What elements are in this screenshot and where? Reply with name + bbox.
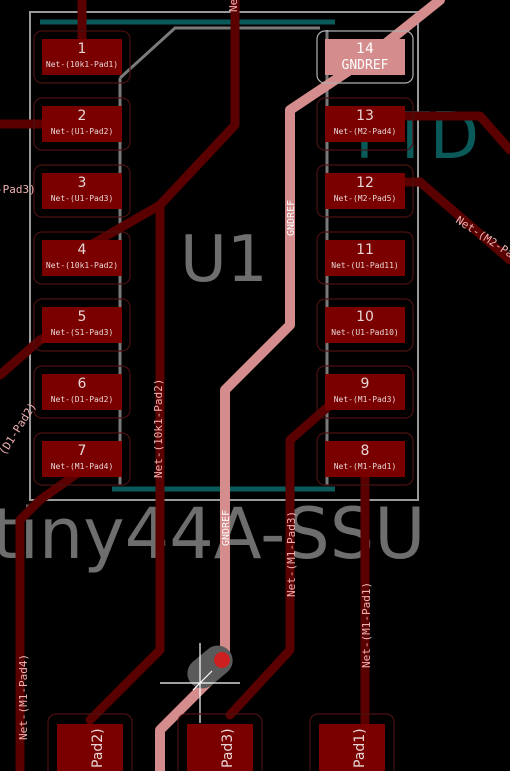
bottom-footprint-pads: Pad2) Pad3) Pad1) — [47, 713, 395, 771]
label-m1-pad3: Net-(M1-Pad3) — [285, 511, 298, 597]
bottom-pad-label: Pad1) — [352, 728, 368, 768]
pad-number: 13 — [356, 108, 374, 124]
pad-number: 7 — [78, 443, 87, 459]
bottom-pad-2[interactable]: Pad3) — [177, 713, 263, 771]
cursor-crosshair-icon — [160, 643, 240, 723]
pad-net-name: Net-(M2-Pad5) — [334, 194, 397, 203]
pad-number: 5 — [78, 309, 87, 325]
label-m1-pad1: Net-(M1-Pad1) — [360, 582, 373, 668]
pad-number: 6 — [78, 376, 87, 392]
pad-number: 2 — [78, 108, 87, 124]
pad-number: 8 — [361, 443, 370, 459]
pad-net-name: Net-(S1-Pad3) — [51, 328, 114, 337]
pad-net-name: Net-(U1-Pad2) — [51, 127, 114, 136]
pad-number: 9 — [361, 376, 370, 392]
pad-net-name: Net-(M1-Pad3) — [334, 395, 397, 404]
pad-net-name: Net-(D1-Pad2) — [51, 395, 114, 404]
bottom-pad-label: Pad3) — [220, 728, 236, 768]
pad-net-name: Net-(M2-Pad4) — [334, 127, 397, 136]
pad-net-name: Net-(U1-Pad11) — [331, 261, 398, 270]
label-m1-pad4: Net-(M1-Pad4) — [17, 654, 30, 740]
component-reference: U1 — [180, 223, 268, 297]
label-gndref-upper: GNDREF — [286, 200, 297, 236]
pad-number: 14 — [356, 41, 374, 57]
pad-net-name: GNDREF — [342, 58, 389, 73]
pad-number: 10 — [356, 309, 374, 325]
pad-net-name: Net-(M1-Pad4) — [51, 462, 114, 471]
pad-number: 1 — [78, 41, 87, 57]
pad-net-name: Net-(10k1-Pad2) — [46, 261, 118, 270]
label-gndref-lower: GNDREF — [221, 510, 232, 546]
bottom-pad-3[interactable]: Pad1) — [309, 713, 395, 771]
bottom-pad-label: Pad2) — [90, 728, 106, 768]
pad-net-name: Net-(U1-Pad10) — [331, 328, 398, 337]
pad-net-name: Net-(M1-Pad1) — [334, 462, 397, 471]
pad-net-name: Net-(U1-Pad3) — [51, 194, 114, 203]
component-value: tiny44A-SSU — [0, 493, 425, 575]
label-left-d1: (D1-Pad2) — [0, 400, 39, 457]
label-right-m2: Net-(M2-Pa — [453, 214, 510, 261]
pad-number: 11 — [356, 242, 374, 258]
label-left-pad3: -Pad3) — [0, 183, 36, 196]
pad-number: 12 — [356, 175, 374, 191]
label-top-center: Net- — [227, 0, 240, 12]
bottom-pad-1[interactable]: Pad2) — [47, 713, 133, 771]
label-10k1-pad2: Net-(10k1-Pad2) — [152, 379, 165, 478]
pad-number: 4 — [78, 242, 87, 258]
via[interactable] — [181, 639, 239, 694]
pad-number: 3 — [78, 175, 87, 191]
footprint-pads: 1Net-(10k1-Pad1)2Net-(U1-Pad2)3Net-(U1-P… — [33, 30, 414, 486]
pad-net-name: Net-(10k1-Pad1) — [46, 60, 118, 69]
